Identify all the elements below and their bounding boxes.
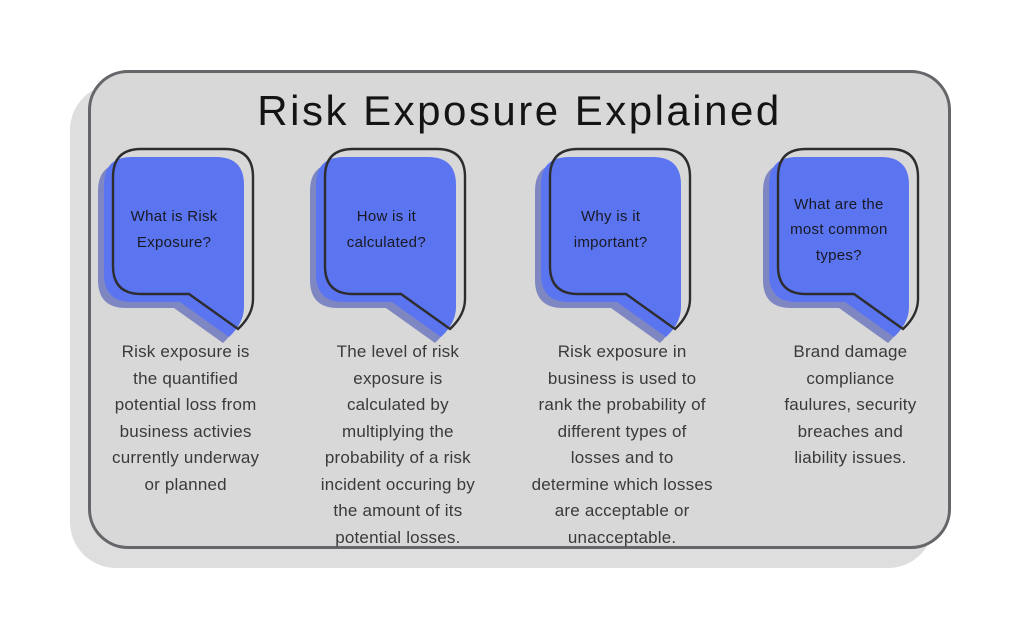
bubble-question-text: How is it calculated?	[346, 208, 426, 251]
bubble-question-text: What are the most common types?	[790, 195, 888, 264]
qa-card-row: What is Risk Exposure? Risk exposure is …	[91, 147, 948, 551]
answer-text: Brand damage compliance faulures, securi…	[784, 342, 917, 468]
qa-card-common-types: What are the most common types? Brand da…	[745, 147, 956, 551]
page-title: Risk Exposure Explained	[257, 87, 782, 134]
risk-exposure-panel: Risk Exposure Explained What is Risk Exp…	[88, 70, 951, 549]
speech-bubble-icon: What are the most common types?	[762, 147, 938, 347]
bubble-question-text: What is Risk Exposure?	[130, 208, 218, 251]
qa-card-what-is-risk-exposure: What is Risk Exposure? Risk exposure is …	[80, 147, 291, 551]
qa-card-how-calculated: How is it calculated? The level of risk …	[292, 147, 503, 551]
answer-text: Risk exposure is the quantified potentia…	[112, 342, 260, 494]
speech-bubble-icon: How is it calculated?	[310, 147, 485, 347]
qa-card-why-important: Why is it important? Risk exposure in bu…	[517, 147, 728, 551]
answer-text: Risk exposure in business is used to ran…	[531, 342, 713, 547]
answer-text: The level of risk exposure is calculated…	[320, 342, 475, 547]
bubble-question-text: Why is it important?	[573, 208, 648, 251]
speech-bubble-icon: Why is it important?	[534, 147, 710, 347]
speech-bubble-icon: What is Risk Exposure?	[98, 147, 273, 347]
